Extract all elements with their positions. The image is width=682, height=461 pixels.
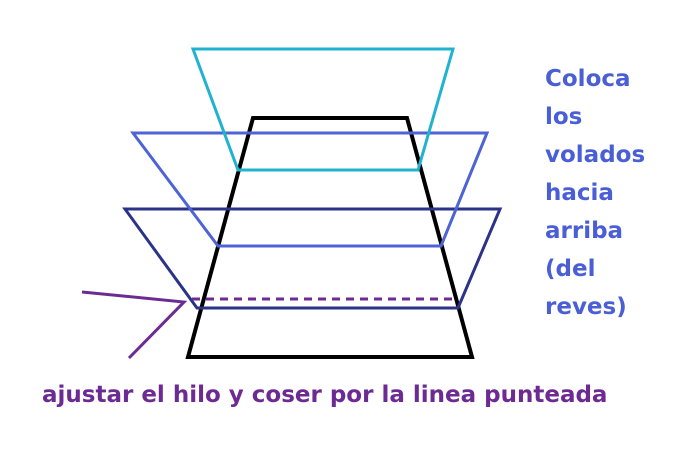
instruction-text: Coloca los volados hacia arriba (del rev…	[545, 60, 645, 326]
instruction-line: los	[545, 104, 583, 130]
instruction-line: hacia	[545, 180, 614, 206]
base-trapezoid	[185, 116, 475, 359]
top-ruffle	[190, 47, 455, 172]
middle-ruffle	[129, 131, 490, 248]
bottom-caption: ajustar el hilo y coser por la linea pun…	[42, 382, 608, 408]
pointer-arrow	[81, 290, 188, 360]
instruction-line: reves)	[545, 294, 627, 320]
instruction-line: (del	[545, 256, 596, 282]
bottom-ruffle	[122, 207, 503, 310]
instruction-line: arriba	[545, 218, 624, 244]
instruction-line: volados	[545, 142, 646, 168]
instruction-line: Coloca	[545, 66, 631, 92]
